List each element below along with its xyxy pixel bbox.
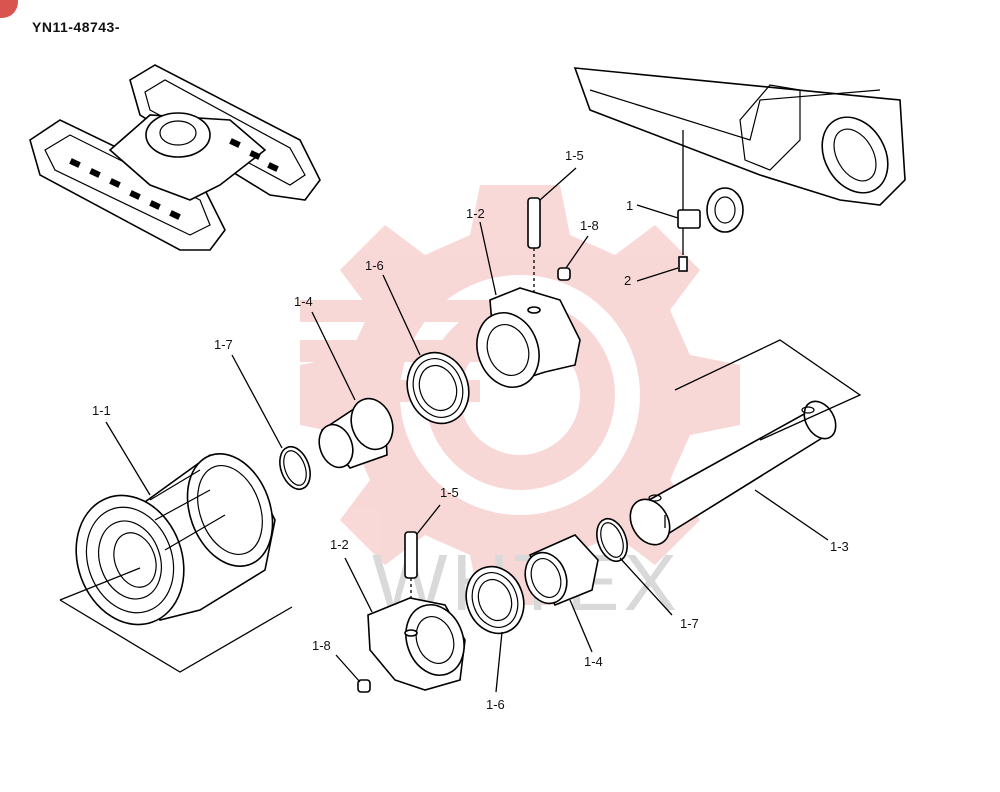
label-1-4-lower: 1-4 — [584, 654, 603, 669]
seal-1-6-lower — [465, 565, 525, 693]
roller-1-1 — [59, 421, 293, 673]
seal-1-6-upper — [382, 274, 470, 425]
undercarriage-frame-inset — [29, 64, 321, 251]
label-2: 2 — [624, 273, 631, 288]
label-1-6-lower: 1-6 — [486, 697, 505, 712]
label-1-7-upper: 1-7 — [214, 337, 233, 352]
label-1: 1 — [626, 198, 633, 213]
shaft-1-3 — [629, 339, 862, 546]
document-code: YN11-48743- — [32, 19, 120, 35]
collar-1-2-upper — [476, 221, 581, 388]
o-ring-1-7-upper — [231, 354, 311, 491]
pin-1-5-lower — [404, 504, 441, 632]
o-ring-1-7-lower — [596, 517, 673, 616]
plug-1-8-lower — [335, 654, 371, 693]
label-1-5-lower: 1-5 — [440, 485, 459, 500]
label-1-7-lower: 1-7 — [680, 616, 699, 631]
collar-1-2-lower — [344, 557, 466, 691]
track-frame-inset — [573, 67, 906, 282]
label-1-6-upper: 1-6 — [365, 258, 384, 273]
label-1-8-lower: 1-8 — [312, 638, 331, 653]
bushing-1-4-lower — [524, 534, 599, 653]
label-1-5-upper: 1-5 — [565, 148, 584, 163]
label-1-8-upper: 1-8 — [580, 218, 599, 233]
label-1-2-lower: 1-2 — [330, 537, 349, 552]
label-1-2-upper: 1-2 — [466, 206, 485, 221]
label-1-1: 1-1 — [92, 403, 111, 418]
corner-badge — [0, 0, 18, 18]
bushing-1-4-upper — [311, 311, 394, 469]
label-1-3: 1-3 — [830, 539, 849, 554]
plug-1-8-upper — [557, 235, 589, 281]
pin-1-5-upper — [527, 167, 577, 310]
watermark-gear — [300, 185, 740, 605]
label-1-4-upper: 1-4 — [294, 294, 313, 309]
